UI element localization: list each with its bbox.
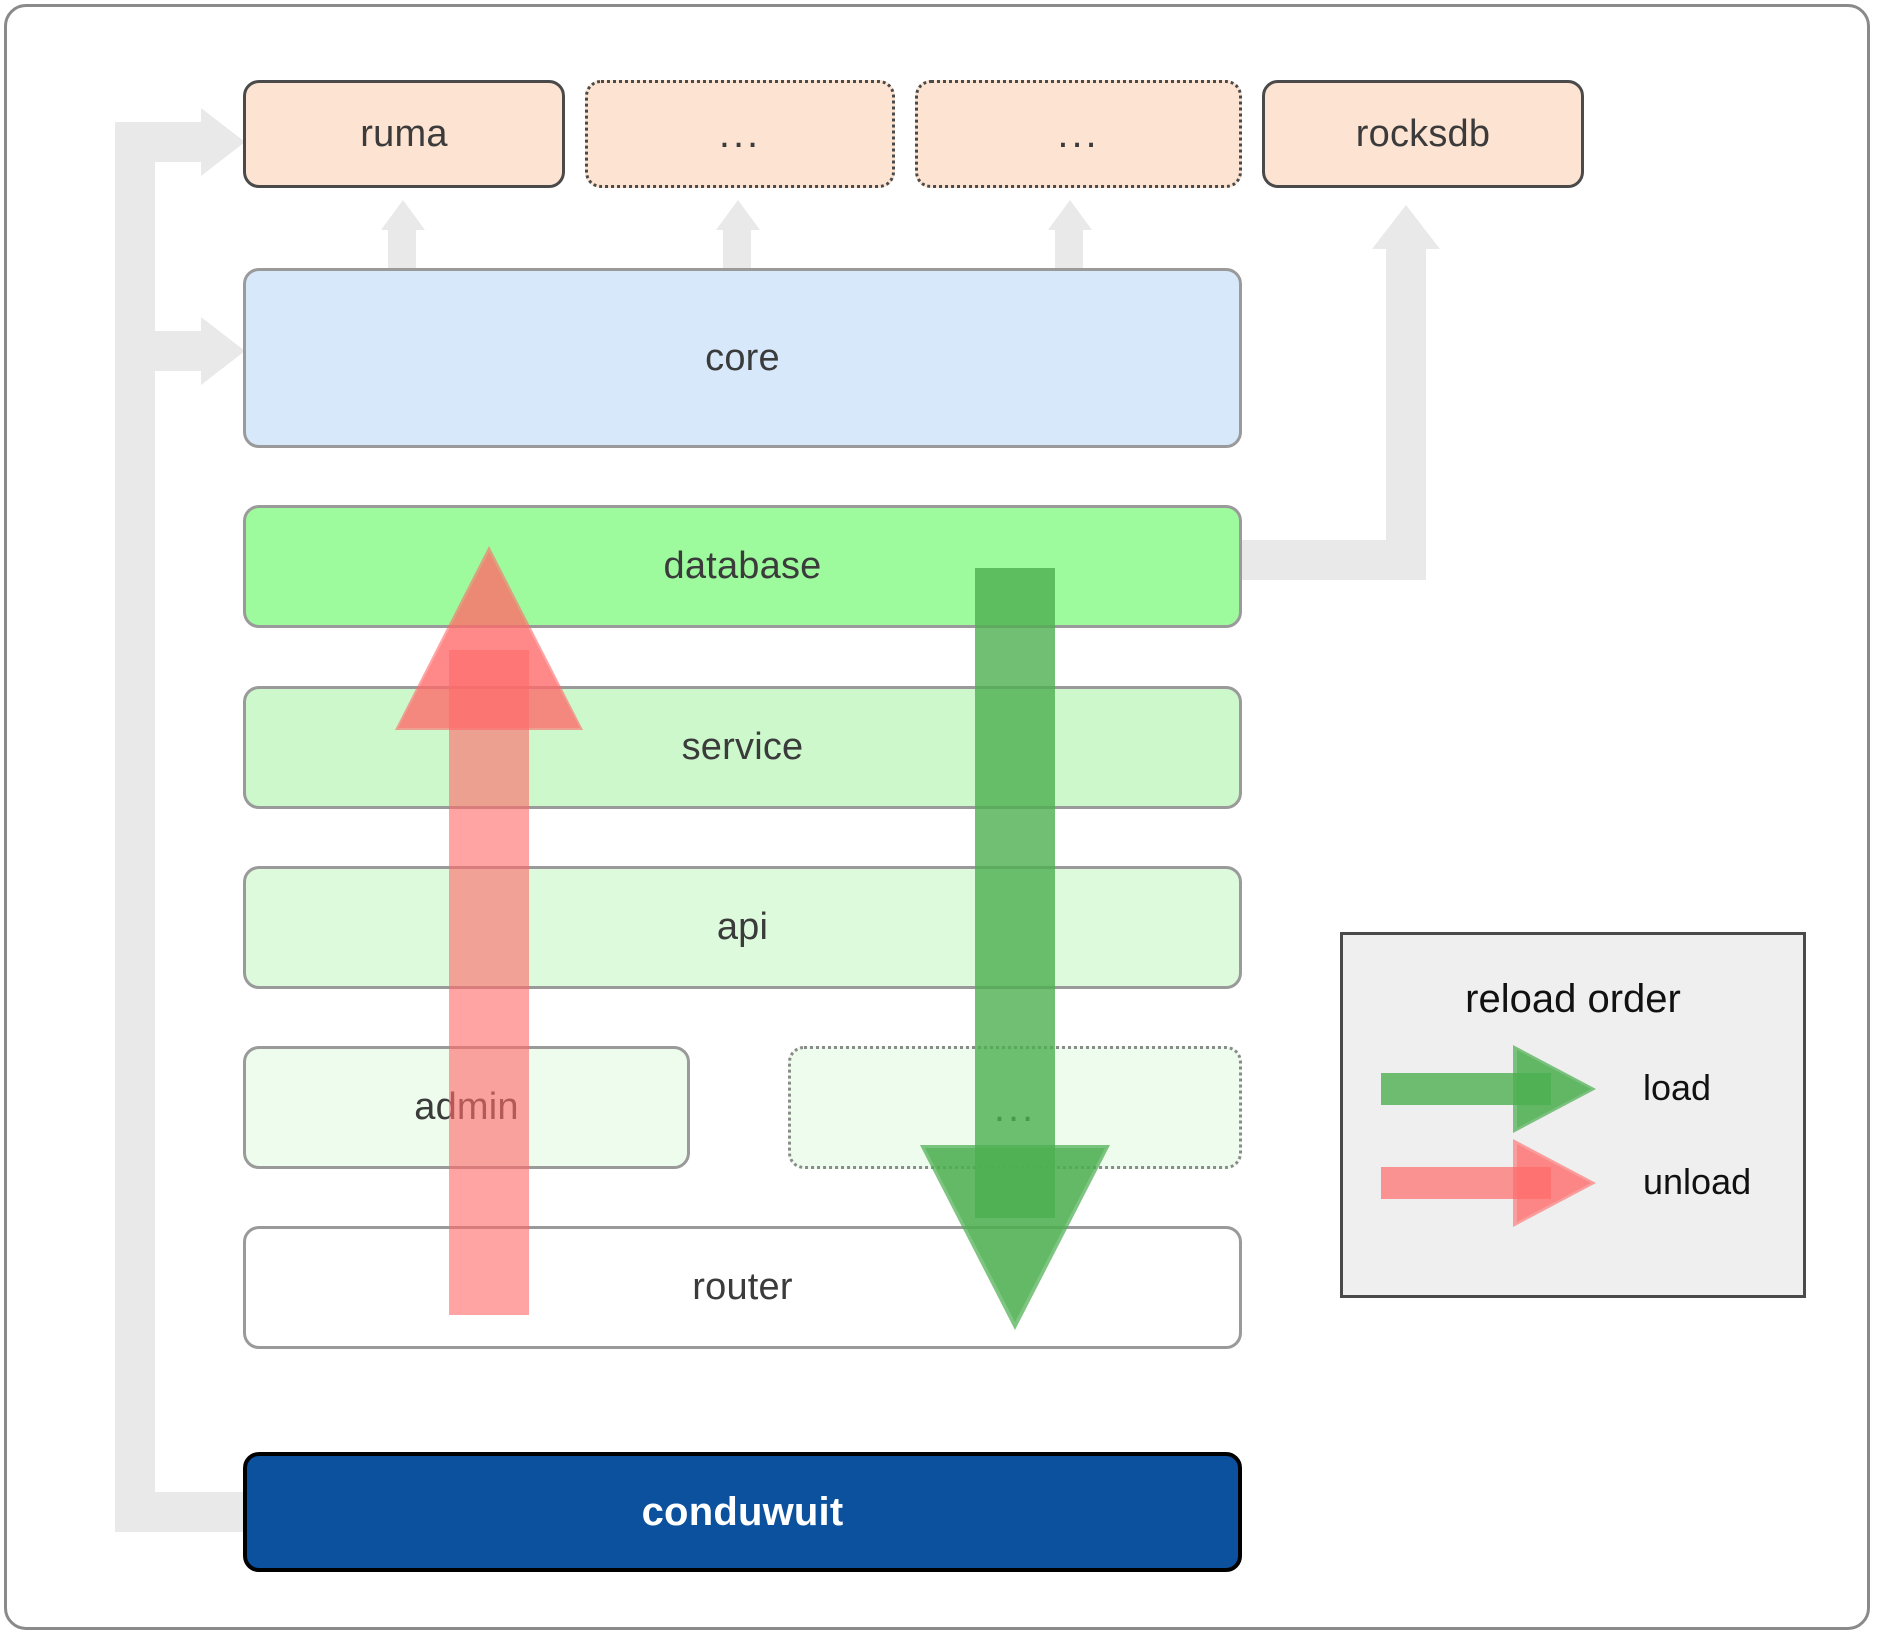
node-dependency-ruma[interactable]: ruma bbox=[243, 80, 565, 188]
node-layer-placeholder[interactable]: ... bbox=[788, 1046, 1242, 1169]
connector-core-to-ruma-icon bbox=[381, 200, 425, 230]
node-label: api bbox=[716, 906, 769, 948]
connector-core-to-ruma-stem bbox=[388, 228, 416, 272]
node-layer-admin[interactable]: admin bbox=[243, 1046, 690, 1169]
connector-trunk-bottom-horizontal bbox=[115, 1492, 245, 1532]
node-dependency-rocksdb[interactable]: rocksdb bbox=[1262, 80, 1584, 188]
legend-label-unload: unload bbox=[1643, 1161, 1752, 1202]
node-label: admin bbox=[414, 1086, 519, 1128]
node-label: rocksdb bbox=[1355, 112, 1491, 155]
node-label: ... bbox=[718, 112, 762, 156]
legend-panel: reload order load unload bbox=[1340, 932, 1806, 1298]
node-dependency-placeholder-1[interactable]: ... bbox=[585, 80, 895, 188]
node-label: router bbox=[692, 1266, 793, 1308]
node-label: ... bbox=[1057, 112, 1100, 156]
connector-core-to-dots2-icon bbox=[1048, 200, 1092, 230]
connector-arrow-to-ruma-icon bbox=[201, 108, 245, 176]
connector-database-to-rocksdb-horizontal bbox=[1216, 540, 1406, 580]
legend-unload-arrow-icon bbox=[1381, 1139, 1596, 1227]
connector-core-to-dots2-stem bbox=[1055, 228, 1083, 272]
legend-title: reload order bbox=[1465, 977, 1681, 1021]
node-label: core bbox=[705, 336, 780, 379]
node-layer-router[interactable]: router bbox=[243, 1226, 1242, 1349]
node-label: ruma bbox=[360, 112, 448, 155]
legend-load-arrow-icon bbox=[1381, 1045, 1596, 1133]
node-layer-api[interactable]: api bbox=[243, 866, 1242, 989]
connector-arrow-to-rocksdb-icon bbox=[1372, 205, 1440, 249]
legend-arrows bbox=[1381, 1045, 1596, 1227]
connector-core-to-dots1-icon bbox=[716, 200, 760, 230]
connector-branch-to-core bbox=[115, 331, 205, 371]
connector-database-to-rocksdb-vertical bbox=[1386, 248, 1426, 580]
node-label: conduwuit bbox=[641, 1489, 844, 1534]
node-binary-conduwuit[interactable]: conduwuit bbox=[243, 1452, 1242, 1572]
node-core[interactable]: core bbox=[243, 268, 1242, 448]
connector-branch-to-ruma bbox=[115, 122, 205, 162]
diagram-frame bbox=[4, 4, 1870, 1630]
node-dependency-placeholder-2[interactable]: ... bbox=[915, 80, 1242, 188]
connector-core-to-dots1-stem bbox=[723, 228, 751, 272]
node-layer-database[interactable]: database bbox=[243, 505, 1242, 628]
legend-label-load: load bbox=[1643, 1067, 1712, 1108]
node-layer-service[interactable]: service bbox=[243, 686, 1242, 809]
node-label: database bbox=[663, 545, 822, 587]
node-label: service bbox=[681, 726, 804, 768]
connector-arrow-to-core-icon bbox=[201, 317, 245, 385]
node-label: ... bbox=[993, 1085, 1037, 1130]
